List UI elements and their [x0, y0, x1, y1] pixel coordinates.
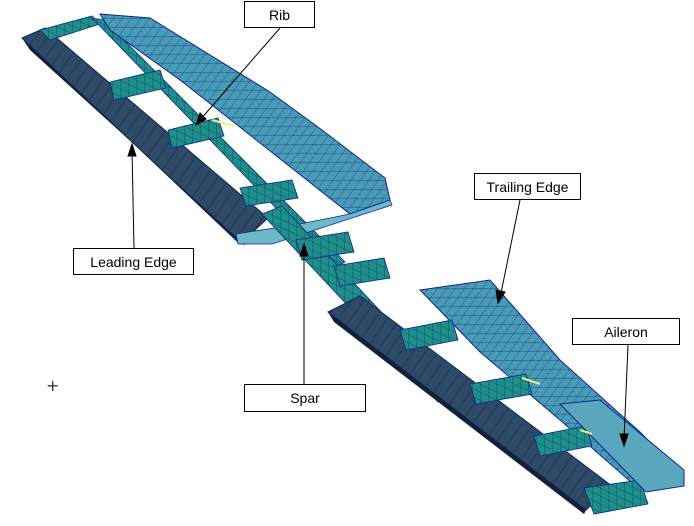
aileron-hinge-highlight: [521, 377, 541, 385]
center-rib-1: [295, 231, 355, 261]
label-trailing-edge: Trailing Edge: [474, 173, 581, 200]
center-rib-2: [333, 257, 391, 287]
label-aileron: Aileron: [572, 318, 680, 345]
label-spar: Spar: [244, 384, 366, 412]
right-tip-frame: [583, 479, 649, 515]
rib-highlight: [211, 119, 235, 127]
left-front-spar: [39, 15, 101, 41]
right-rib-3: [533, 425, 593, 457]
aileron-surface: [558, 399, 685, 493]
label-rib: Rib: [244, 1, 315, 28]
right-rib-1: [399, 319, 459, 351]
callout-arrows: [127, 27, 629, 448]
left-rib-1: [109, 69, 167, 101]
left-leading-edge: [21, 27, 269, 245]
left-trailing-skin-tip: [235, 199, 393, 245]
label-leading-edge: Leading Edge: [73, 248, 194, 275]
right-leading-edge-side: [328, 312, 586, 514]
left-rib-3: [239, 179, 299, 207]
crosshair-cursor-icon: +: [46, 376, 60, 395]
right-rib-2: [469, 373, 533, 405]
aileron-hinge-highlight-2: [579, 429, 593, 435]
